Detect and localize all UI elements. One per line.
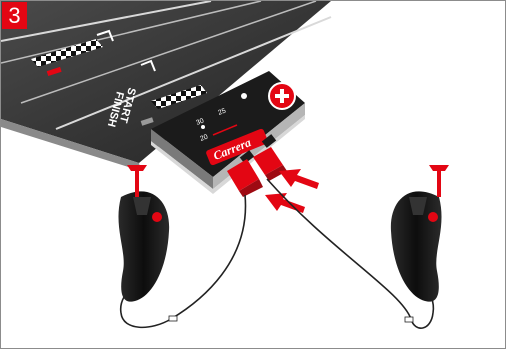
connection-box-top [151,71,305,177]
step-number-badge: 3 [2,2,27,29]
controller-trigger-stem [135,167,139,197]
track-border-line [55,16,332,130]
lane-marker-grey [140,117,154,126]
brand-logo [206,128,268,166]
port-socket [261,134,277,148]
port-socket [239,150,255,164]
plus-icon-v [280,89,284,103]
dial-label: 20 [199,134,209,143]
dial-label: 25 [217,108,227,117]
track-slot-line [20,1,317,104]
lane-change-button-icon [428,212,438,222]
track-mark [140,59,156,72]
dial-label: 30 [195,118,205,127]
cable-tie [404,316,414,323]
controller-left [118,165,170,302]
plug-left [227,159,259,191]
checkered-line [151,85,207,109]
cable-right [266,178,434,329]
checkered-line [31,39,103,67]
track-mark [96,29,114,42]
track-slot-line [1,1,262,64]
controller-neck [409,197,427,215]
track-surface [1,1,331,163]
cable-left [120,194,247,329]
controller-trigger-cap [429,165,449,171]
arrow-icon [265,193,305,213]
track-section: START FINISH [1,1,332,171]
connection-box-base [151,115,305,194]
controller-trigger-stem [437,167,441,197]
cable-tie [168,315,178,322]
track-edge [1,119,141,171]
lane-marker-red [46,66,62,77]
indicator-icon [241,93,247,99]
controller-plugs [227,147,287,197]
controller-trigger-cap [127,165,147,171]
plug-right [253,147,283,175]
connection-box-side [151,129,213,189]
controller-right [390,165,449,302]
lane-change-button-icon [152,212,162,222]
plug-left-shadow [239,179,263,197]
plug-right-shadow [265,165,287,181]
controller-neck [133,197,151,215]
connection-box: 30 25 20 Carrera [151,71,305,194]
indicator-icon [201,125,205,129]
track-border-line [1,1,212,42]
dial-indicator [212,124,238,136]
arrow-icon [279,169,319,189]
